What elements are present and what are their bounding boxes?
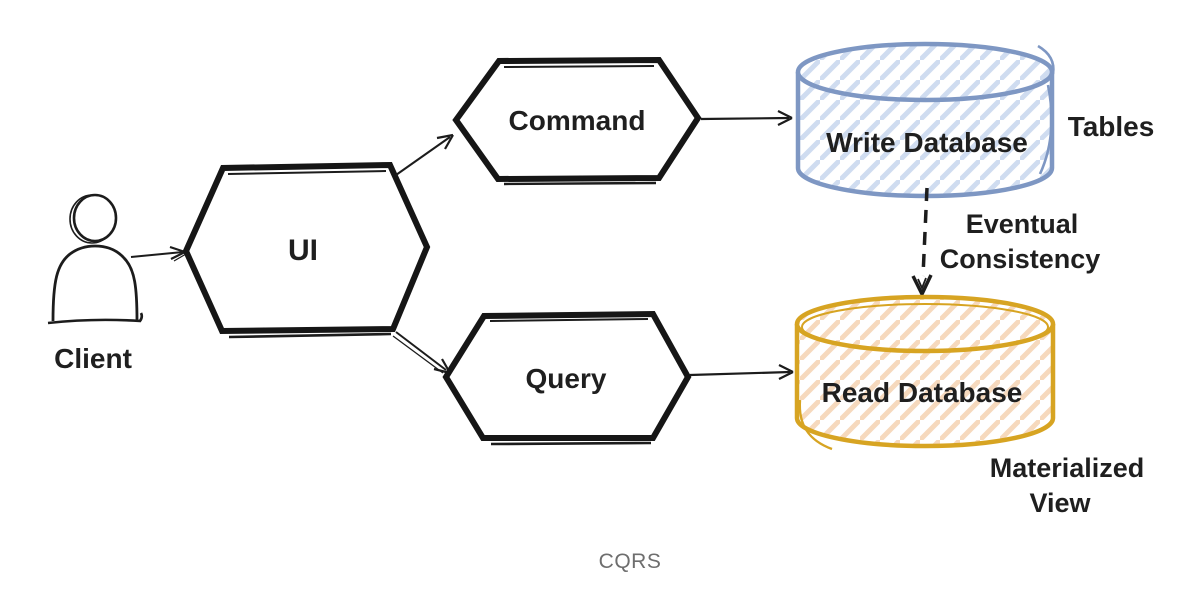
command-node: Command	[452, 56, 702, 186]
arrowhead-sketch-line	[917, 277, 927, 291]
read-db-sketch-line	[798, 399, 833, 451]
write-db-cylinder-top	[795, 41, 1055, 103]
sketch-line-bottom	[490, 441, 652, 446]
arrowhead-icon	[911, 274, 933, 298]
arrow-shaft	[395, 331, 447, 371]
ui-to-query-arrow	[392, 331, 451, 375]
person-body	[51, 244, 139, 322]
sketch-line-bottom	[503, 181, 657, 186]
client-label: Client	[54, 343, 132, 374]
read-db-cylinder-body	[794, 324, 1056, 449]
arrowhead-icon	[778, 364, 794, 380]
query-label: Query	[526, 363, 607, 394]
command-hexagon	[452, 56, 702, 183]
query-to-readdb-arrow	[689, 364, 794, 380]
query-node: Query	[442, 310, 692, 446]
materialized-view-label: Materialized View	[990, 453, 1145, 518]
view-text: View	[1029, 488, 1091, 518]
ui-node: UI	[182, 161, 431, 339]
client-figure: Client	[47, 193, 144, 374]
consistency-text: Consistency	[940, 244, 1101, 274]
eventual-consistency-label: Eventual Consistency	[940, 209, 1101, 274]
arrow-shaft-sketch-line	[392, 335, 444, 374]
arrowhead-icon	[436, 133, 454, 150]
arrow-shaft	[700, 116, 790, 121]
sketch-line-top	[503, 65, 655, 68]
arrow-shaft	[395, 136, 451, 176]
arrowhead-icon	[169, 245, 186, 260]
ui-label: UI	[288, 234, 318, 267]
read-database-node: Read Database	[794, 294, 1056, 451]
ui-to-command-arrow	[395, 133, 454, 176]
person-head	[72, 193, 118, 243]
write-database-node: Write Database	[795, 41, 1055, 199]
read-database-label: Read Database	[822, 377, 1023, 408]
sketch-line-bottom	[228, 332, 392, 339]
tables-label: Tables	[1068, 111, 1155, 142]
read-db-sketch-ellipse	[801, 303, 1049, 351]
write-db-sketch-line2	[1037, 44, 1055, 75]
sketch-line-top	[489, 318, 649, 322]
write-database-label: Write Database	[826, 127, 1028, 158]
sketch-line-top	[227, 170, 387, 175]
arrowhead-sketch-line	[173, 253, 187, 262]
query-hexagon	[442, 310, 692, 441]
eventual-text: Eventual	[966, 209, 1079, 239]
command-label: Command	[509, 105, 646, 136]
command-to-writedb-arrow	[700, 110, 793, 126]
eventual-consistency-arrow	[911, 187, 933, 298]
ui-hexagon	[182, 161, 431, 335]
dashed-arrow-shaft	[921, 187, 929, 277]
write-db-sketch-line	[1038, 84, 1053, 175]
client-to-ui-arrow	[130, 245, 187, 262]
arrow-shaft	[130, 251, 184, 258]
diagram-caption: CQRS	[599, 550, 662, 573]
arrowhead-icon	[777, 110, 793, 126]
person-body-base-line	[47, 312, 144, 325]
materialized-text: Materialized	[990, 453, 1145, 483]
arrow-shaft	[689, 370, 791, 377]
